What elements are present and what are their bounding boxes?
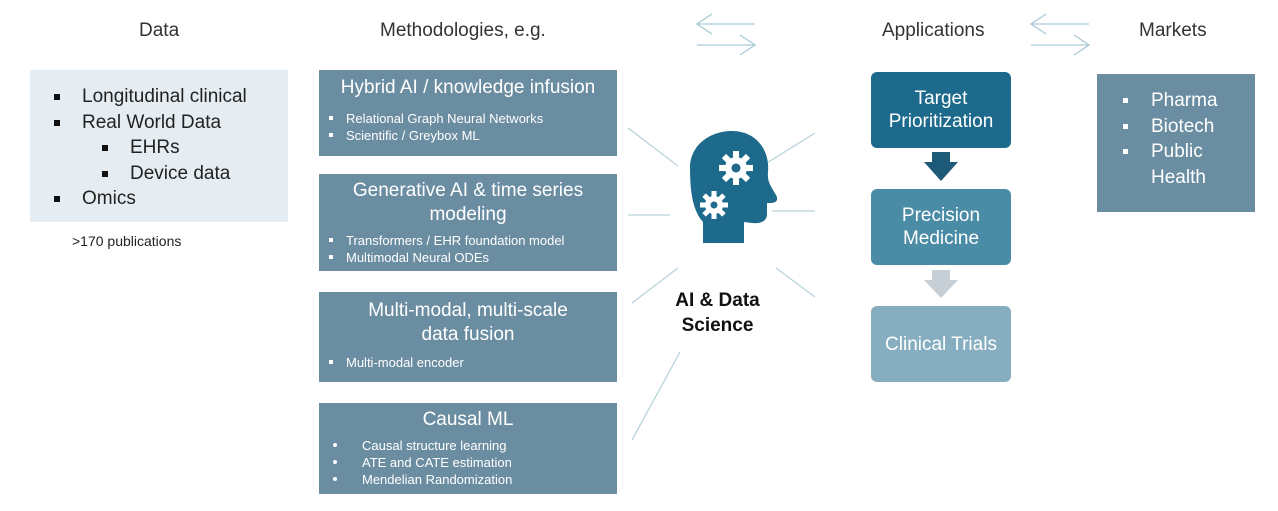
methodology-box-hybrid-ai: Hybrid AI / knowledge infusion Relationa… — [319, 70, 617, 156]
methodology-item: Mendelian Randomization — [319, 471, 617, 488]
methodology-item: Transformers / EHR foundation model — [319, 232, 617, 249]
header-markets: Markets — [1139, 20, 1207, 41]
data-box: Longitudinal clinical Real World Data EH… — [30, 70, 288, 222]
methodology-item: Scientific / Greybox ML — [319, 127, 617, 144]
center-label-line2: Science — [681, 315, 754, 336]
bidirectional-arrow-right — [1029, 13, 1091, 56]
connector-lines — [627, 127, 816, 441]
bidirectional-arrow-left — [695, 13, 757, 56]
header-methodologies: Methodologies, e.g. — [380, 20, 546, 41]
methodology-box-data-fusion: Multi-modal, multi-scale data fusion Mul… — [319, 292, 617, 382]
methodology-title: Generative AI & time series — [352, 180, 584, 201]
methodology-title: Multi-modal, multi-scale — [368, 300, 568, 321]
methodology-box-generative-ai: Generative AI & time series modeling Tra… — [319, 174, 617, 271]
data-item: Real World Data — [52, 110, 247, 136]
application-line1: Precision — [901, 205, 981, 226]
connector-line — [761, 132, 816, 167]
markets-box: Pharma Biotech Public Health — [1097, 74, 1255, 212]
header-data: Data — [139, 20, 180, 41]
header-applications: Applications — [882, 20, 985, 41]
data-subitem: EHRs — [52, 135, 247, 161]
down-arrow-light — [924, 270, 958, 298]
methodology-item: Multimodal Neural ODEs — [319, 249, 617, 266]
data-list: Longitudinal clinical Real World Data EH… — [52, 84, 247, 212]
methodology-item: Causal structure learning — [319, 437, 617, 454]
application-clinical-trials: Clinical Trials — [871, 306, 1011, 382]
data-subitem: Device data — [52, 161, 247, 187]
down-arrow-dark — [924, 152, 958, 181]
market-item: Biotech — [1121, 114, 1218, 140]
data-item: Longitudinal clinical — [52, 84, 247, 110]
methodology-item: ATE and CATE estimation — [319, 454, 617, 471]
center-label-line1: AI & Data — [675, 290, 760, 311]
market-item-continued: Health — [1151, 166, 1206, 188]
center-label: AI & Data Science — [650, 288, 785, 338]
methodology-item: Relational Graph Neural Networks — [319, 110, 617, 127]
methodology-title: Hybrid AI / knowledge infusion — [340, 77, 596, 98]
markets-list: Pharma Biotech Public Health — [1121, 88, 1218, 190]
methodology-title-line2: modeling — [429, 204, 507, 225]
application-target-prioritization: Target Prioritization — [871, 72, 1011, 148]
connector-line — [627, 127, 679, 167]
methodology-title-line2: data fusion — [421, 324, 515, 345]
methodology-item: Multi-modal encoder — [319, 354, 617, 371]
methodology-box-causal-ml: Causal ML Causal structure learning ATE … — [319, 403, 617, 494]
application-line1: Clinical Trials — [885, 333, 997, 355]
application-precision-medicine: Precision Medicine — [871, 189, 1011, 265]
publications-note: >170 publications — [72, 233, 182, 249]
connector-line — [775, 267, 816, 298]
connector-line — [631, 267, 679, 304]
market-item: Public — [1121, 139, 1218, 165]
methodology-title: Causal ML — [422, 409, 514, 430]
data-item: Omics — [52, 186, 247, 212]
head-gears-icon — [690, 131, 778, 243]
application-line1: Target — [914, 88, 968, 109]
connector-line — [631, 351, 681, 441]
application-line2: Medicine — [902, 228, 980, 249]
application-line2: Prioritization — [888, 111, 994, 132]
market-item: Pharma — [1121, 88, 1218, 114]
